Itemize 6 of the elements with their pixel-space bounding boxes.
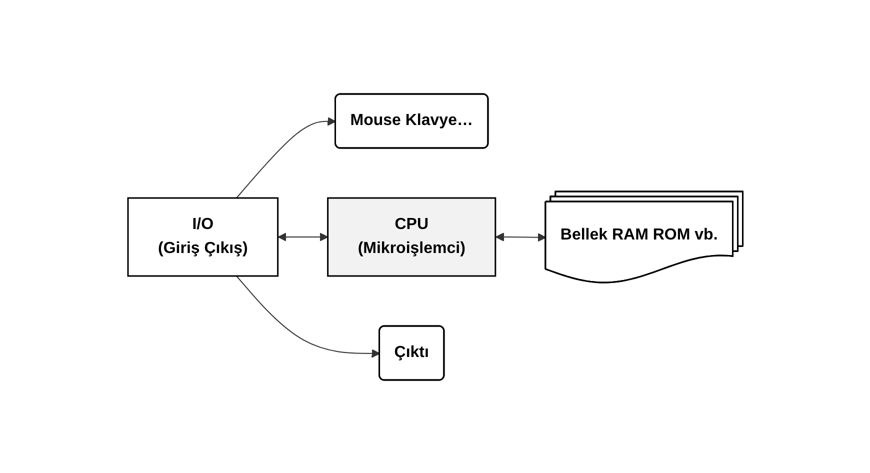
arrow [236,116,336,198]
arrow [495,232,546,242]
node-box: CPU (Mikroişlemci) [326,196,496,276]
arrow [277,232,328,241]
node-box: I/O (Giriş Çıkış) [126,196,278,276]
arrow [236,275,380,358]
